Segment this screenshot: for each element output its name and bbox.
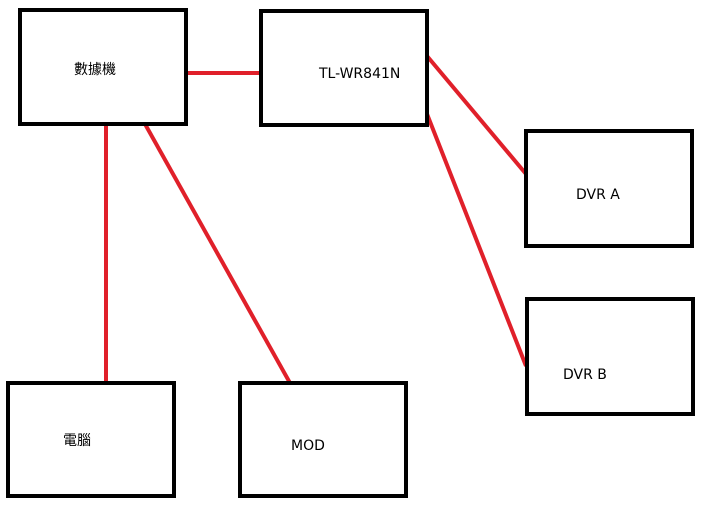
node-pc: 電腦 — [6, 381, 176, 498]
node-mod: MOD — [238, 381, 408, 498]
node-dvr-a: DVR A — [524, 129, 694, 248]
link-router-dvr-b — [425, 113, 528, 367]
node-pc-box — [6, 381, 176, 498]
node-mod-box — [238, 381, 408, 498]
node-modem-label: 數據機 — [74, 62, 116, 78]
link-router-dvr-a — [425, 54, 528, 176]
node-dvr-b: DVR B — [525, 297, 695, 416]
node-dvr-b-box — [525, 297, 695, 416]
node-router-label: TL-WR841N — [318, 66, 400, 82]
node-router: TL-WR841N — [259, 9, 429, 127]
node-dvr-b-label: DVR B — [563, 367, 607, 383]
node-dvr-a-label: DVR A — [576, 187, 620, 203]
node-modem-box — [18, 8, 188, 126]
link-modem-mod — [143, 123, 292, 384]
node-pc-label: 電腦 — [63, 433, 91, 449]
node-modem: 數據機 — [18, 8, 188, 126]
node-dvr-a-box — [524, 129, 694, 248]
node-router-box — [259, 9, 429, 127]
node-mod-label: MOD — [291, 438, 325, 454]
